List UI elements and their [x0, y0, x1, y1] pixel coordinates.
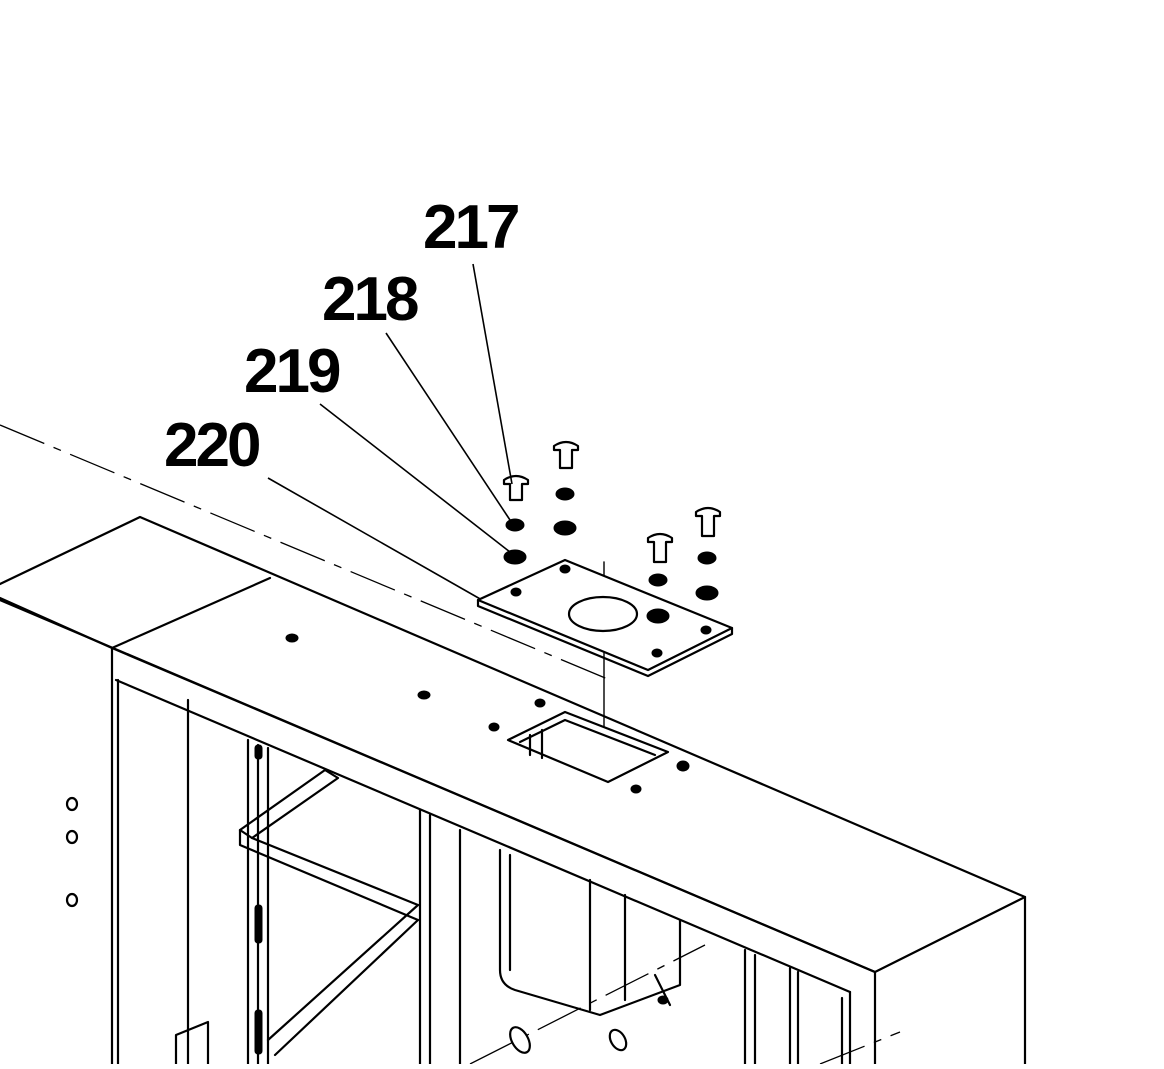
- motor-housing: [498, 848, 682, 1054]
- leader-220: [267, 477, 483, 601]
- center-line-lower: [469, 944, 706, 1065]
- center-line-right: [819, 1031, 901, 1065]
- fastener-set-left-2: [552, 440, 580, 536]
- leader-218: [385, 332, 511, 521]
- center-lines: [0, 424, 901, 1065]
- callout-labels: 217 218 219 220: [164, 193, 521, 480]
- diagonal-brace: [238, 768, 420, 1057]
- frame-posts: [186, 698, 800, 1066]
- post-slots: [254, 744, 263, 1055]
- fastener-set-right: [646, 532, 674, 624]
- mounting-plate: [476, 558, 734, 678]
- callout-220: 220: [164, 411, 259, 480]
- leader-217: [472, 263, 513, 485]
- washer-218: [505, 518, 525, 532]
- callout-219: 219: [244, 337, 340, 406]
- callout-217: 217: [423, 193, 518, 262]
- bolt-217: [502, 474, 530, 502]
- leader-219: [319, 403, 511, 553]
- fastener-set-left: [502, 474, 530, 565]
- leader-lines: [267, 263, 513, 601]
- washer-219: [503, 549, 527, 565]
- fastener-set-right-2: [694, 506, 722, 601]
- center-line-long: [0, 424, 611, 681]
- side-holes: [65, 796, 79, 908]
- callout-218: 218: [322, 265, 418, 334]
- lower-left-block: [174, 1020, 210, 1066]
- beam-opening: [285, 633, 690, 794]
- frame-top-beam: [0, 515, 1027, 1066]
